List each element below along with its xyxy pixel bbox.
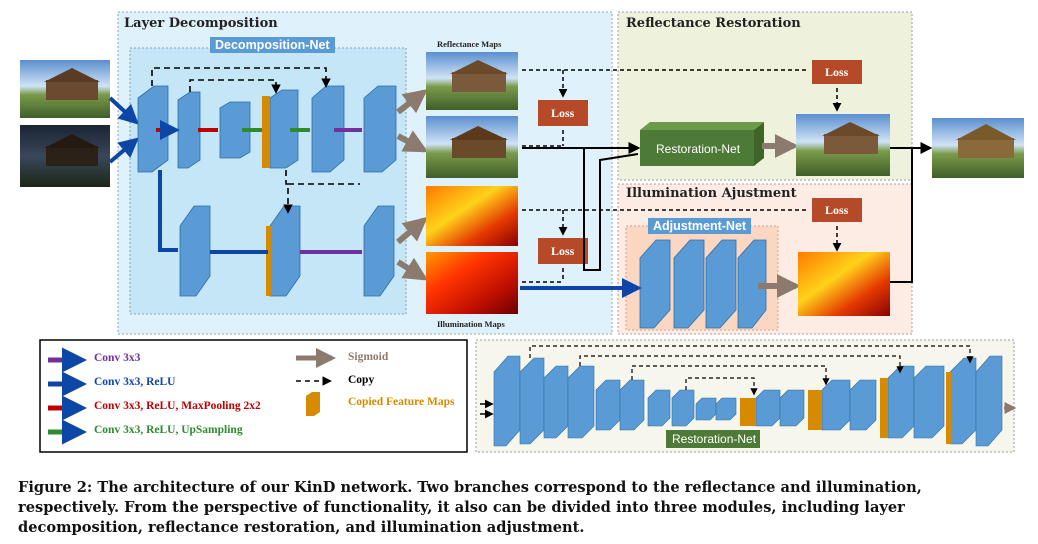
legend-label-upsample: Conv 3x3, ReLU, UpSampling	[94, 424, 243, 436]
restored-reflectance-image	[796, 114, 890, 176]
legend-label-copied: Copied Feature Maps	[348, 396, 455, 408]
loss-label-restoration: Loss	[825, 65, 849, 79]
output-image	[932, 118, 1024, 178]
unet-skip-2	[579, 355, 904, 374]
legend-swatch-copied	[306, 392, 320, 416]
illumination-maps-label: Illumination Maps	[437, 319, 505, 329]
loss-label-reflectance: Loss	[551, 106, 575, 120]
input-image-normal	[20, 60, 110, 118]
adjust-block-2	[673, 239, 705, 329]
unet-block-1	[493, 355, 521, 447]
loss-label-illumination: Loss	[551, 244, 575, 258]
sigmoid-arrow-4	[396, 257, 429, 281]
unet-block-4	[567, 365, 595, 439]
layer-decomposition-title: Layer Decomposition	[124, 16, 278, 31]
unet-block-7	[647, 389, 671, 427]
combine-connector	[890, 147, 913, 283]
unet-block-11	[755, 389, 781, 427]
decomp-block-8	[269, 205, 301, 297]
unet-skip-3	[631, 365, 830, 386]
decomp-block-9	[363, 205, 395, 297]
legend-label-sigmoid: Sigmoid	[348, 351, 389, 363]
decomp-block-6	[363, 85, 397, 173]
adjusted-illumination-image	[798, 252, 890, 316]
adjust-block-3	[705, 239, 737, 329]
loss-box-illumination	[538, 238, 588, 264]
reflectance-maps-label: Reflectance Maps	[437, 39, 502, 49]
legend-label-conv: Conv 3x3	[94, 352, 141, 364]
sigmoid-arrow-1	[396, 89, 428, 115]
legend-label-copy: Copy	[348, 374, 375, 386]
illumination-map-1	[426, 186, 518, 246]
unet-block-14	[849, 379, 877, 431]
legend-label-maxpool: Conv 3x3, ReLU, MaxPooling 2x2	[94, 400, 261, 412]
kind-architecture-diagram	[20, 11, 1024, 453]
illumination-adjustment-title: Illumination Ajustment	[626, 186, 797, 201]
unet-block-5	[595, 379, 621, 431]
decomposition-net-label: Decomposition-Net	[210, 37, 335, 53]
arrow-branch-down	[158, 170, 178, 252]
restoration-net-detail-label-box	[666, 430, 760, 448]
loss-box-adjustment	[812, 198, 862, 222]
unet-copied-2	[808, 390, 822, 430]
legend-label-conv-relu: Conv 3x3, ReLU	[94, 376, 176, 388]
copy-connection-1	[151, 67, 331, 88]
copied-feature-map-top	[262, 96, 270, 168]
unet-copied-4	[946, 372, 951, 444]
copy-connection-3	[283, 170, 293, 214]
restoration-net-block	[640, 122, 764, 166]
copied-feature-map-bottom	[266, 226, 271, 296]
input-arrow-top	[108, 96, 139, 125]
unet-block-17	[949, 357, 977, 445]
figure-caption: Figure 2: The architecture of our KinD n…	[18, 479, 922, 536]
reflectance-restoration-title: Reflectance Restoration	[626, 16, 801, 31]
unet-block-8	[671, 389, 695, 427]
unet-block-18	[975, 355, 1003, 447]
sigmoid-arrow-2	[396, 130, 429, 153]
loss-box-reflectance	[538, 100, 588, 126]
loss-label-adjustment: Loss	[825, 203, 849, 217]
unet-block-2	[519, 357, 545, 445]
restoration-net-label: Restoration-Net	[656, 142, 741, 156]
input-arrow-bottom	[108, 137, 140, 164]
unet-skip-4	[685, 377, 758, 396]
unet-copied-1	[740, 398, 756, 426]
input-image-low-light	[20, 125, 110, 187]
sigmoid-arrow-3	[396, 216, 428, 245]
unet-block-15	[887, 365, 915, 439]
unet-block-9	[695, 397, 717, 421]
illumination-map-2	[426, 252, 518, 314]
decomp-block-3	[219, 101, 251, 159]
decomp-block-1	[137, 85, 169, 173]
unet-block-3	[543, 365, 569, 439]
adjust-block-4	[737, 239, 767, 329]
unet-skip-1	[529, 345, 974, 364]
reflectance-map-2	[426, 116, 518, 178]
restoration-net-detail-label: Restoration-Net	[672, 432, 757, 446]
unet-block-12	[779, 389, 805, 427]
loss-box-restoration	[812, 60, 862, 84]
decomp-block-7	[179, 205, 211, 297]
adjustment-net-label: Adjustment-Net	[648, 218, 752, 234]
copy-connection-2	[189, 79, 281, 94]
unet-block-6	[619, 379, 645, 431]
decomp-block-2	[177, 91, 201, 169]
unet-block-10	[715, 397, 737, 421]
arrow-i-to-restoration	[583, 148, 639, 271]
unet-block-13	[821, 379, 851, 431]
unet-copied-3	[880, 378, 888, 438]
reflectance-map-1	[426, 52, 518, 110]
legend-panel	[39, 339, 468, 453]
adjust-block-1	[639, 239, 671, 329]
unet-block-16	[913, 365, 945, 439]
